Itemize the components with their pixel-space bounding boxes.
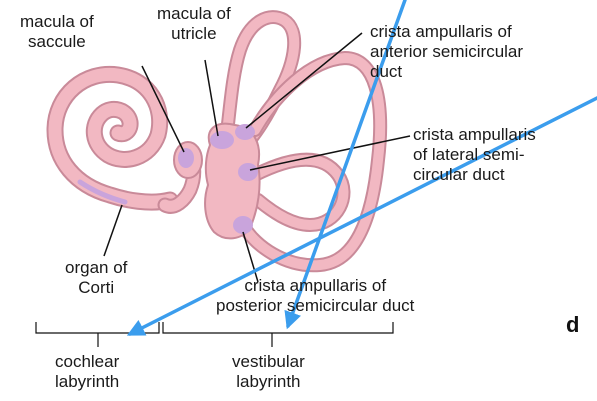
panel-letter: d bbox=[566, 312, 579, 338]
label-macula-saccule: macula of saccule bbox=[20, 12, 94, 52]
leader-organ-corti bbox=[104, 205, 122, 256]
crista-lateral-patch bbox=[238, 163, 258, 181]
leader-crista-anterior bbox=[246, 33, 362, 128]
label-macula-utricle: macula of utricle bbox=[157, 4, 231, 44]
crista-anterior-patch bbox=[235, 124, 255, 140]
label-organ-of-corti: organ of Corti bbox=[65, 258, 127, 298]
cochlear-bracket bbox=[36, 322, 159, 347]
membranous-labyrinth bbox=[55, 17, 380, 265]
label-crista-lateral: crista ampullaris of lateral semi- circu… bbox=[413, 125, 536, 185]
label-cochlear-labyrinth: cochlear labyrinth bbox=[55, 352, 119, 392]
label-crista-anterior: crista ampullaris of anterior semicircul… bbox=[370, 22, 523, 82]
vestibular-bracket bbox=[163, 322, 393, 347]
label-crista-posterior: crista ampullaris of posterior semicircu… bbox=[216, 276, 414, 316]
macula-utricle-patch bbox=[210, 131, 234, 149]
leader-macula-utricle bbox=[205, 60, 218, 136]
brackets bbox=[36, 322, 393, 347]
label-vestibular-labyrinth: vestibular labyrinth bbox=[232, 352, 305, 392]
macula-saccule-patch bbox=[178, 148, 194, 168]
crista-posterior-patch bbox=[233, 216, 253, 234]
